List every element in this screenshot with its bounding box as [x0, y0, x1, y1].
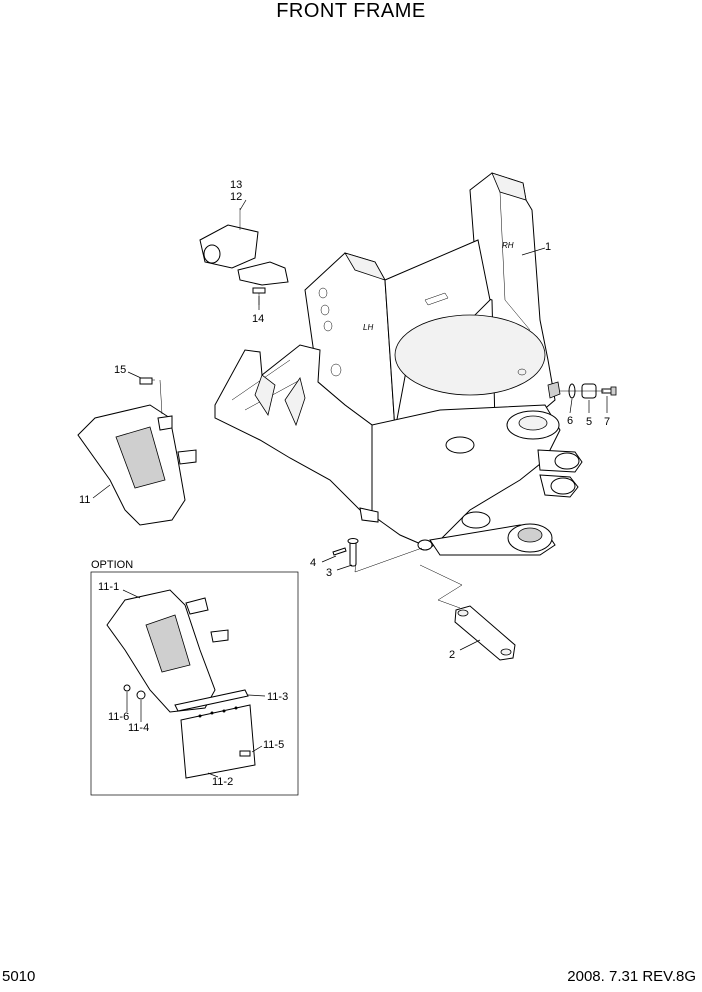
page-number: 5010 [2, 968, 36, 985]
callout-5: 5 [586, 416, 592, 428]
lh-mark: LH [363, 323, 373, 332]
callout-11: 11 [79, 494, 90, 506]
callout-11-1: 11-1 [98, 581, 119, 593]
callout-4: 4 [310, 557, 316, 569]
front-frame-part-1 [214, 172, 583, 556]
callout-11-4: 11-4 [128, 722, 149, 734]
bolt-part-15 [139, 377, 153, 385]
callout-12: 12 [230, 191, 242, 203]
callout-1: 1 [545, 241, 551, 253]
mudguard-part-11 [77, 379, 197, 526]
callout-11-5: 11-5 [263, 739, 284, 751]
revision-info: 2008. 7.31 REV.8G [567, 968, 696, 985]
step-bracket-part-12-13 [199, 208, 289, 286]
rh-mark: RH [502, 241, 514, 250]
bolt-part-7 [601, 386, 617, 396]
callout-3: 3 [326, 567, 332, 579]
pin-part-3 [347, 538, 359, 567]
callout-13: 13 [230, 179, 242, 191]
link-bar-part-2 [419, 564, 516, 661]
callout-15: 15 [114, 364, 126, 376]
option-box-title: OPTION [91, 559, 133, 571]
page-title: FRONT FRAME [276, 0, 426, 22]
leader-lines [92, 199, 608, 651]
callout-6: 6 [567, 415, 573, 427]
callout-11-6: 11-6 [108, 711, 129, 723]
callout-11-2: 11-2 [212, 776, 233, 788]
callout-11-3: 11-3 [267, 691, 288, 703]
cotter-pin-part-4 [332, 547, 347, 556]
callout-2: 2 [449, 649, 455, 661]
option-box [90, 571, 299, 796]
callout-14: 14 [252, 313, 264, 325]
callout-7: 7 [604, 416, 610, 428]
